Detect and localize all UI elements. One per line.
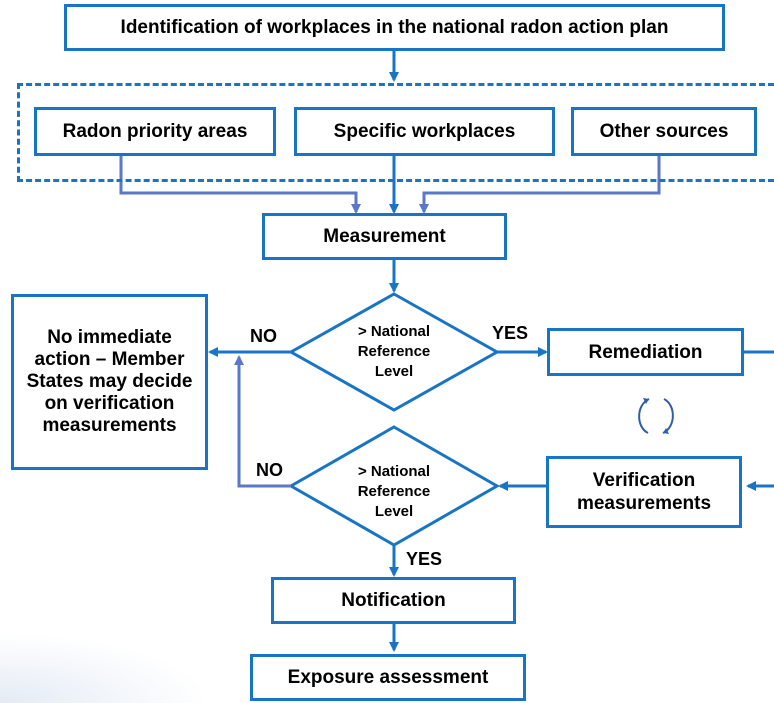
other-sources-label: Other sources (599, 121, 729, 142)
measurement-label: Measurement (323, 226, 446, 247)
exposure-assessment-label: Exposure assessment (287, 667, 489, 688)
specific-workplaces-box: Specific workplaces (294, 107, 555, 156)
other-sources-box: Other sources (571, 107, 757, 156)
decision-1-label: > National Reference Level (357, 323, 431, 380)
decision-2-label: > National Reference Level (357, 463, 431, 520)
identification-box: Identification of workplaces in the nati… (64, 4, 725, 51)
decision-1-yes-label: YES (492, 323, 529, 343)
edge-decision2-no (234, 355, 291, 488)
no-action-label: No immediate action – Member States may … (26, 327, 193, 436)
exposure-assessment-box: Exposure assessment (250, 654, 526, 701)
remediation-label: Remediation (588, 341, 703, 363)
decision-1-diamond (287, 292, 501, 412)
notification-label: Notification (341, 590, 446, 611)
radon-priority-areas-box: Radon priority areas (34, 107, 276, 156)
edge-other-to-measurement (419, 156, 661, 214)
no-action-box: No immediate action – Member States may … (11, 294, 208, 470)
identification-label: Identification of workplaces in the nati… (120, 17, 669, 38)
decision-2-no-label: NO (256, 460, 283, 480)
cycle-icon (638, 398, 674, 434)
verification-label: Verification measurements (576, 470, 712, 514)
edge-radon-areas-to-measurement (119, 156, 361, 214)
verification-box: Verification measurements (546, 456, 742, 528)
sources-group (17, 83, 774, 182)
specific-workplaces-label: Specific workplaces (333, 121, 516, 142)
background-fade (0, 633, 210, 703)
remediation-box: Remediation (547, 328, 744, 376)
radon-priority-areas-label: Radon priority areas (62, 121, 248, 142)
decision-1-no-label: NO (250, 326, 277, 346)
decision-2-yes-label: YES (406, 549, 443, 569)
measurement-box: Measurement (262, 213, 507, 260)
notification-box: Notification (271, 577, 516, 624)
